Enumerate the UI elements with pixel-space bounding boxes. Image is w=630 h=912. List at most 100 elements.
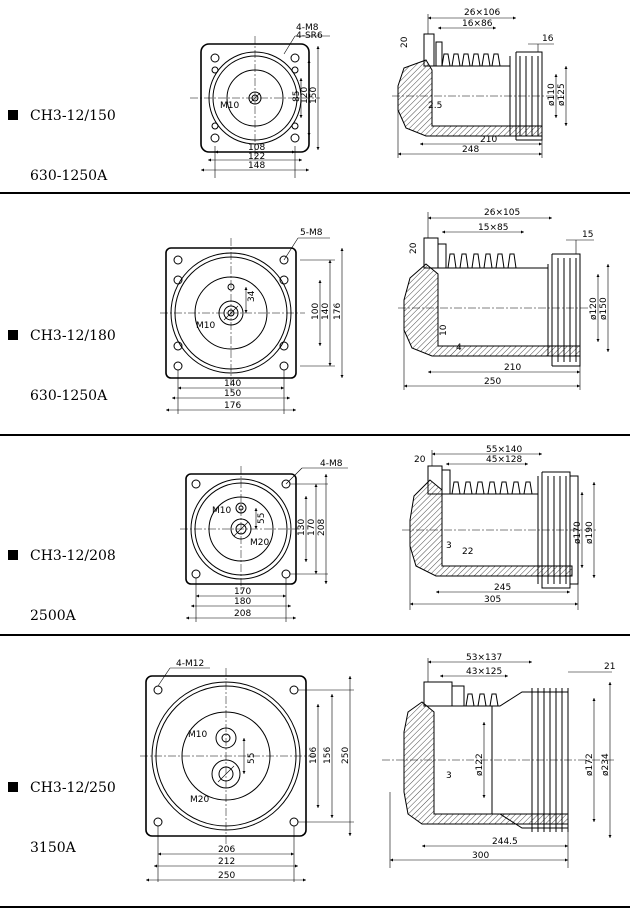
flange-dim: 20 <box>409 242 419 254</box>
inner-dim: 34 <box>247 290 257 302</box>
top-dim-1: 53×137 <box>466 653 502 663</box>
h-dim-1: 206 <box>218 845 235 855</box>
diam-1: ø170 <box>573 521 583 544</box>
top-dim-1: 26×105 <box>484 208 520 218</box>
model-label: CH3-12/180 630-1250A <box>8 286 116 446</box>
diam-2: ø125 <box>557 83 567 106</box>
top-dim-1: 55×140 <box>486 445 522 455</box>
front-view-drawing: 4-M12 M10 M20 55 106 156 250 206 212 250 <box>140 659 354 882</box>
h-dim-3: 208 <box>234 609 251 619</box>
section-ch3-12-250: CH3-12/250 3150A 4-M12 M10 M20 55 106 15… <box>0 636 630 906</box>
section-divider <box>0 192 630 194</box>
v-dim-1: 130 <box>297 519 307 536</box>
bullet-square-icon <box>8 110 18 120</box>
model-name: CH3-12/250 <box>30 780 116 796</box>
section-ch3-12-208: CH3-12/208 2500A 4-M8 M10 M20 55 130 170… <box>0 436 630 634</box>
h-dim-1: 108 <box>248 143 265 153</box>
right-dim: 16 <box>542 34 554 44</box>
model-label: CH3-12/250 3150A <box>8 738 116 898</box>
section-divider <box>0 434 630 436</box>
inner-dim: 55 <box>247 753 257 764</box>
section-ch3-12-180: CH3-12/180 630-1250A 5-M8 M10 34 100 140… <box>0 194 630 434</box>
flange-dim: 20 <box>414 455 426 465</box>
top-dim-1: 26×106 <box>464 8 500 18</box>
h-dim-2: 180 <box>234 597 251 607</box>
top-dim-2: 45×128 <box>486 455 522 465</box>
model-current: 630-1250A <box>30 388 108 404</box>
thread-label-1: M10 <box>188 730 207 740</box>
bottom-dim-2: 300 <box>472 851 489 861</box>
model-name: CH3-12/180 <box>30 328 116 344</box>
h-dim-3: 148 <box>248 161 265 171</box>
model-name: CH3-12/208 <box>30 548 116 564</box>
center-thread-label: M10 <box>196 321 215 331</box>
h-dim-3: 176 <box>224 401 241 411</box>
right-dim: 21 <box>604 662 615 672</box>
thread-label-1: M10 <box>212 506 231 516</box>
small-dim-2: 22 <box>462 547 473 557</box>
thread-label-2: M20 <box>190 795 209 805</box>
bullet-square-icon <box>8 782 18 792</box>
diam-3: ø234 <box>601 753 611 776</box>
section-divider <box>0 906 630 908</box>
diam-1: ø122 <box>475 753 485 776</box>
bullet-square-icon <box>8 550 18 560</box>
bullet-square-icon <box>8 330 18 340</box>
top-dim-2: 43×125 <box>466 667 502 677</box>
v-dim-3: 250 <box>341 747 351 764</box>
v-dim-2: 120 <box>300 87 310 104</box>
diam-2: ø150 <box>599 297 609 320</box>
model-current: 3150A <box>30 840 76 856</box>
side-view-drawing: 26×105 15×85 20 15 10 4 ø120 ø150 210 25… <box>398 208 610 390</box>
v-dim-2: 170 <box>307 519 317 536</box>
holes-label: 4-M8 <box>296 23 319 33</box>
v-dim-3: 150 <box>309 87 319 104</box>
v-dim-1: 100 <box>311 303 321 320</box>
inner-dim: 55 <box>257 513 267 524</box>
side-view-drawing: 26×106 16×86 20 16 2.5 ø110 ø125 210 248 <box>392 8 568 158</box>
diam-2: ø190 <box>585 521 595 544</box>
model-current: 630-1250A <box>30 168 108 184</box>
v-dim-3: 176 <box>333 303 343 320</box>
h-dim-2: 122 <box>248 152 265 162</box>
h-dim-2: 150 <box>224 389 241 399</box>
model-current: 2500A <box>30 608 76 624</box>
bottom-dim-1: 210 <box>504 363 521 373</box>
bottom-dim-2: 250 <box>484 377 501 387</box>
model-name: CH3-12/150 <box>30 108 116 124</box>
section-divider <box>0 634 630 636</box>
h-dim-1: 140 <box>224 379 241 389</box>
diam-1: ø120 <box>589 297 599 320</box>
right-dim: 15 <box>582 230 593 240</box>
v-dim-3: 208 <box>317 519 327 536</box>
bottom-dim-1: 244.5 <box>492 837 518 847</box>
side-view-drawing: 55×140 45×128 20 3 22 ø170 ø190 245 305 <box>402 445 598 610</box>
slots-label: 4-SR6 <box>296 31 323 41</box>
bottom-dim-2: 248 <box>462 145 479 155</box>
front-view-drawing: 4-M8 M10 M20 55 130 170 208 170 180 208 <box>180 459 348 622</box>
small-dim-2: 4 <box>456 343 462 353</box>
top-dim-2: 15×85 <box>478 223 508 233</box>
wall-dim: 2.5 <box>428 101 442 111</box>
v-dim-1: 85 <box>292 91 302 102</box>
flange-dim: 20 <box>400 36 410 48</box>
diam-1: ø110 <box>547 83 557 106</box>
holes-label: 4-M12 <box>176 659 204 669</box>
model-label: CH3-12/150 630-1250A <box>8 66 116 226</box>
holes-label: 4-M8 <box>320 459 343 469</box>
thread-label-2: M20 <box>250 538 269 548</box>
v-dim-2: 156 <box>323 747 333 764</box>
holes-label: 5-M8 <box>300 228 323 238</box>
model-label: CH3-12/208 2500A <box>8 506 116 666</box>
v-dim-2: 140 <box>321 303 331 320</box>
bottom-dim-1: 210 <box>480 135 497 145</box>
top-dim-2: 16×86 <box>462 19 493 29</box>
center-thread-label: M10 <box>220 101 239 111</box>
v-dim-1: 106 <box>309 747 319 764</box>
small-dim-1: 3 <box>446 771 452 781</box>
h-dim-2: 212 <box>218 857 235 867</box>
small-dim-1: 3 <box>446 541 452 551</box>
h-dim-1: 170 <box>234 587 251 597</box>
small-dim-1: 10 <box>439 324 449 336</box>
bottom-dim-1: 245 <box>494 583 511 593</box>
